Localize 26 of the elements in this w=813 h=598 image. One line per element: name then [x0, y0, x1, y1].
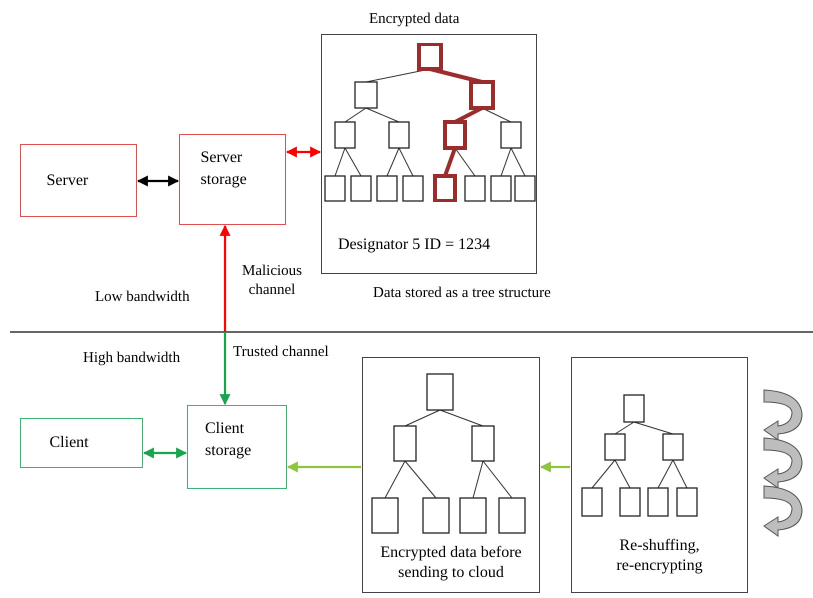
- node-label: Server storage: [200, 148, 248, 190]
- arrow: [220, 224, 230, 332]
- bandwidth-note: High bandwidth: [83, 349, 180, 368]
- panel-caption: Designator 5 ID = 1234: [338, 235, 490, 255]
- tree-panel: [362, 357, 540, 593]
- panel-caption: Re-shuffing, re-encrypting: [615, 536, 704, 576]
- node-label: Server: [46, 170, 90, 190]
- edge-label: Malicious channel: [241, 262, 303, 300]
- tree-panel: [571, 357, 748, 593]
- edge-label: Trusted channel: [233, 343, 329, 362]
- bandwidth-note: Low bandwidth: [95, 288, 190, 307]
- node-label: Client storage: [205, 419, 252, 461]
- panel-heading: Encrypted data: [369, 10, 460, 29]
- server-box: [20, 144, 137, 217]
- arrow: [142, 448, 188, 458]
- arrow: [286, 462, 361, 472]
- node-caption: Data stored as a tree structure: [373, 284, 551, 303]
- client-box: [187, 405, 287, 489]
- node-label: Client: [50, 433, 90, 453]
- arrow: [286, 146, 322, 158]
- arrow: [540, 462, 570, 472]
- arrow: [220, 332, 230, 406]
- server-box: [179, 134, 286, 225]
- panel-caption: Encrypted data before sending to cloud: [379, 543, 523, 583]
- arrow: [136, 176, 180, 186]
- client-box: [20, 418, 143, 468]
